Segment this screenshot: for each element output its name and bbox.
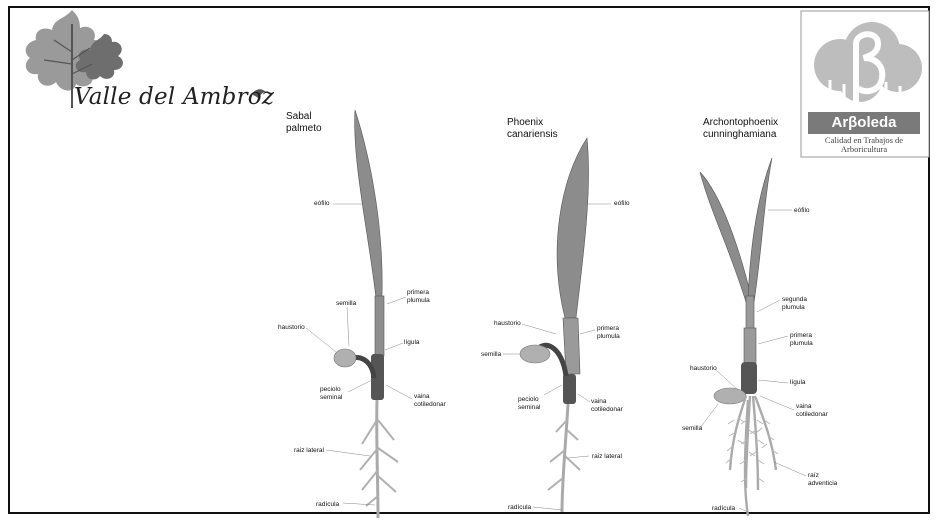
label-primera-plumula: primera plumula: [597, 325, 620, 340]
species-title-line2: canariensis: [507, 129, 558, 141]
sabal-seedling: [306, 110, 412, 518]
label-eofilo: eófilo: [314, 200, 330, 208]
label-line: vaina: [591, 398, 623, 406]
label-peciolo-seminal: peciolo seminal: [320, 386, 342, 401]
label-haustorio: haustorio: [278, 324, 305, 332]
label-primera-plumula: primera plumula: [790, 332, 813, 347]
label-raiz-lateral: raiz lateral: [592, 453, 622, 461]
label-line: peciolo: [518, 396, 540, 404]
label-line: raíz: [808, 472, 837, 480]
label-ligula: lígula: [790, 379, 806, 387]
label-line: segunda: [782, 296, 807, 304]
species-title-phoenix: Phoenix canariensis: [507, 117, 558, 141]
label-semilla: semilla: [481, 351, 501, 359]
species-title-line1: Phoenix: [507, 117, 558, 129]
label-primera-plumula: primera plumula: [407, 289, 430, 304]
label-raiz-lateral: raiz lateral: [294, 447, 324, 455]
species-title-line2: palmeto: [286, 123, 322, 135]
label-line: primera: [597, 325, 620, 333]
label-line: vaina: [414, 393, 446, 401]
label-haustorio: haustorio: [690, 365, 717, 373]
label-line: cotiledonar: [414, 401, 446, 409]
label-line: peciolo: [320, 386, 342, 394]
label-radicula: radícula: [316, 501, 339, 509]
species-title-archontophoenix: Archontophoenix cunninghamiana: [703, 117, 778, 141]
label-line: plumula: [782, 304, 807, 312]
species-title-line1: Archontophoenix: [703, 117, 778, 129]
label-line: seminal: [518, 404, 540, 412]
label-vaina-cotiledonar: vaina cotiledonar: [414, 393, 446, 408]
label-eofilo: eófilo: [794, 207, 810, 215]
label-line: plumula: [790, 340, 813, 348]
label-line: plumula: [597, 333, 620, 341]
label-line: cotiledonar: [591, 406, 623, 414]
species-title-line2: cunninghamiana: [703, 129, 778, 141]
label-segunda-plumula: segunda plumula: [782, 296, 807, 311]
label-line: plumula: [407, 297, 430, 305]
label-line: seminal: [320, 394, 342, 402]
label-line: primera: [407, 289, 430, 297]
label-line: adventicia: [808, 480, 837, 488]
label-line: primera: [790, 332, 813, 340]
label-ligula: lígula: [404, 339, 420, 347]
label-vaina-cotiledonar: vaina cotiledonar: [796, 403, 828, 418]
label-radicula: radícula: [712, 505, 735, 513]
species-title-line1: Sabal: [286, 111, 322, 123]
label-semilla: semilla: [682, 425, 702, 433]
label-semilla: semilla: [336, 300, 356, 308]
label-line: cotiledonar: [796, 411, 828, 419]
label-raiz-adventicia: raíz adventicia: [808, 472, 837, 487]
label-vaina-cotiledonar: vaina cotiledonar: [591, 398, 623, 413]
label-line: vaina: [796, 403, 828, 411]
species-title-sabal: Sabal palmeto: [286, 111, 322, 135]
label-radicula: radícula: [508, 504, 531, 512]
label-haustorio: haustorio: [494, 320, 521, 328]
label-eofilo: eófilo: [614, 200, 630, 208]
label-peciolo-seminal: peciolo seminal: [518, 396, 540, 411]
